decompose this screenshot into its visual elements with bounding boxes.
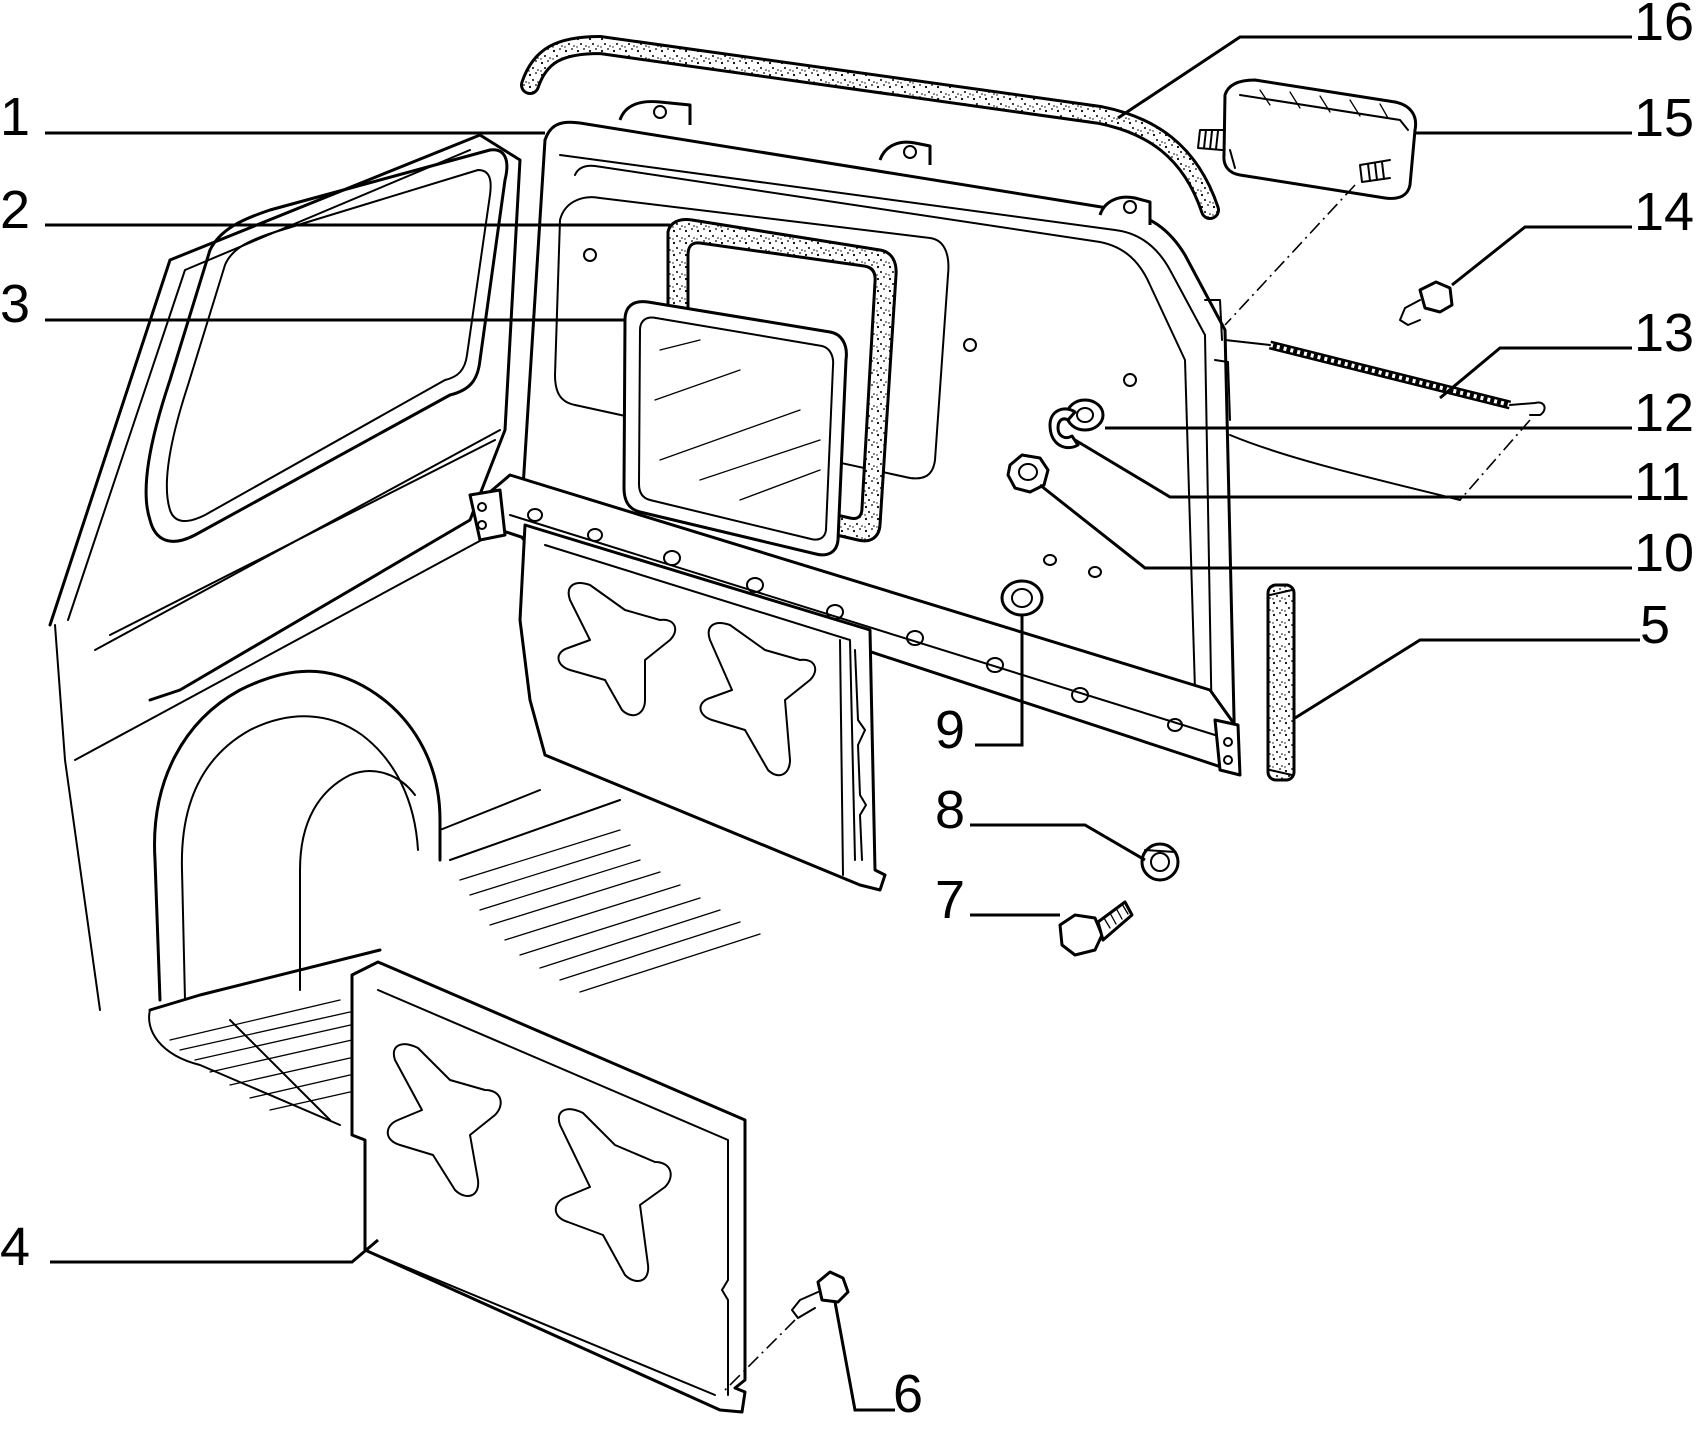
top-seal-strip bbox=[520, 34, 1220, 220]
spring-washer-11 bbox=[1048, 407, 1080, 450]
callout-2: 2 bbox=[0, 180, 30, 240]
callout-16: 16 bbox=[1634, 0, 1694, 52]
nut-10 bbox=[1006, 453, 1050, 494]
washer-12 bbox=[1065, 398, 1105, 432]
callout-9: 9 bbox=[935, 700, 965, 760]
bulb-socket bbox=[1399, 280, 1454, 326]
fastener-6 bbox=[724, 1270, 850, 1391]
callout-7: 7 bbox=[935, 870, 965, 930]
callout-14: 14 bbox=[1634, 182, 1694, 242]
callout-6: 6 bbox=[893, 1364, 923, 1424]
cable bbox=[1224, 339, 1546, 501]
callout-13: 13 bbox=[1634, 303, 1694, 363]
vehicle-body-outline bbox=[48, 133, 761, 1126]
nut-8 bbox=[1140, 842, 1180, 882]
rear-lamp bbox=[1197, 78, 1418, 326]
mud-plate-4 bbox=[350, 960, 747, 1414]
callout-15: 15 bbox=[1634, 88, 1694, 148]
callout-4: 4 bbox=[0, 1217, 30, 1277]
callout-5: 5 bbox=[1640, 595, 1670, 655]
callout-10: 10 bbox=[1634, 523, 1694, 583]
bolt-7 bbox=[1058, 900, 1134, 957]
callout-12: 12 bbox=[1634, 383, 1694, 443]
grommet-9 bbox=[1000, 579, 1044, 617]
window-glass bbox=[622, 300, 848, 557]
vertical-seal-5 bbox=[1266, 583, 1296, 782]
leader-lines bbox=[45, 35, 1640, 1412]
callout-3: 3 bbox=[0, 274, 30, 334]
mud-plate-mounted bbox=[518, 523, 887, 892]
cross-member-holes bbox=[527, 508, 1183, 732]
callout-11: 11 bbox=[1634, 452, 1690, 512]
callout-8: 8 bbox=[935, 780, 965, 840]
callout-1: 1 bbox=[0, 87, 30, 147]
